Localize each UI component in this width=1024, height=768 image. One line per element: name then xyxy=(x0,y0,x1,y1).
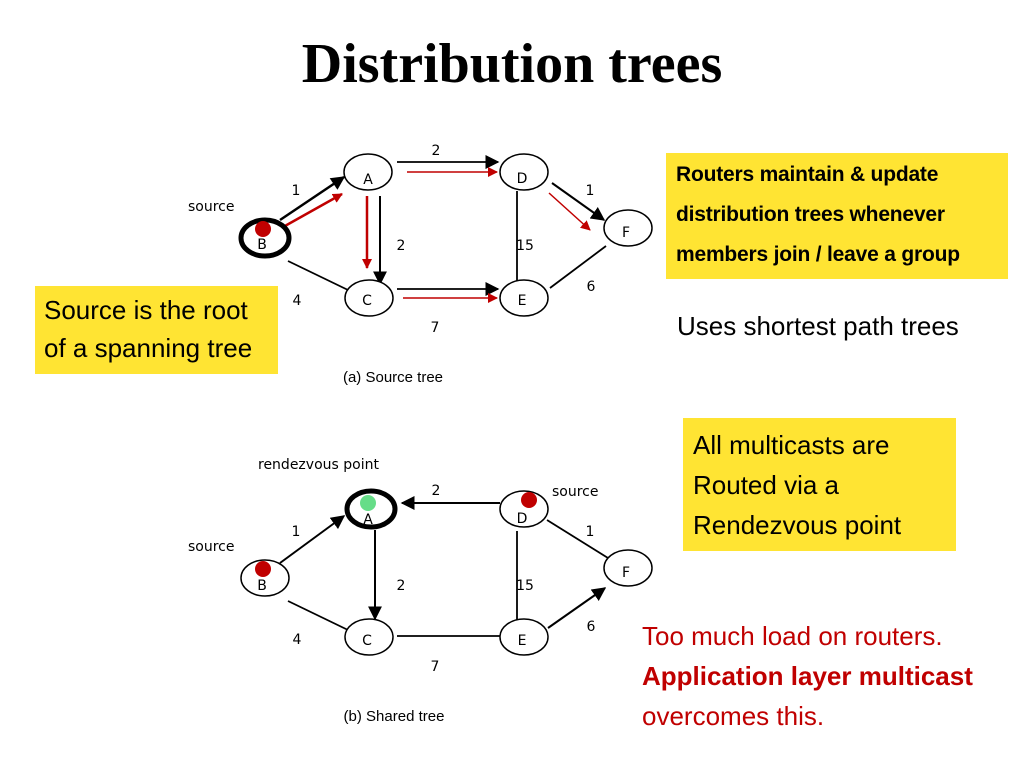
node-label-c: C xyxy=(362,293,372,309)
weight-c-e: 7 xyxy=(431,320,440,336)
node-b xyxy=(240,559,290,597)
edge-b-a-red xyxy=(275,192,343,233)
edge-b-c xyxy=(287,600,349,631)
weight-a-d: 2 xyxy=(432,483,441,499)
source-dot-b xyxy=(255,221,271,237)
caption-source-tree: (a) Source tree xyxy=(343,369,443,386)
load-line-3: overcomes this. xyxy=(642,701,825,731)
edge-e-f xyxy=(549,245,607,289)
source-root-box: Source is the root of a spanning tree xyxy=(35,286,278,374)
node-e xyxy=(499,618,549,656)
node-label-e: E xyxy=(518,633,527,649)
routers-line-2: distribution trees whenever xyxy=(676,203,945,226)
node-b xyxy=(238,217,292,259)
weight-c-e: 7 xyxy=(431,659,440,675)
source-tree-diagram: A B C D E F 1 4 2 2 15 1 7 6 source (a) … xyxy=(188,143,653,386)
node-f xyxy=(603,549,653,587)
node-label-b: B xyxy=(257,578,267,594)
slide-title: Distribution trees xyxy=(301,33,723,95)
weight-b-a: 1 xyxy=(292,183,301,199)
shared-tree-diagram: A B C D E F 1 4 2 2 15 1 7 6 rendezvous … xyxy=(188,457,653,725)
node-label-b: B xyxy=(257,237,267,253)
source-label-left: source xyxy=(188,539,235,555)
node-label-d: D xyxy=(517,171,528,187)
node-f xyxy=(603,209,653,247)
node-c xyxy=(344,279,394,317)
weight-b-a: 1 xyxy=(292,524,301,540)
node-label-a: A xyxy=(363,512,373,528)
weight-a-d: 2 xyxy=(432,143,441,159)
routers-line-3: members join / leave a group xyxy=(676,243,960,266)
source-root-line-1: Source is the root xyxy=(44,295,248,325)
weight-a-c: 2 xyxy=(397,238,406,254)
node-c xyxy=(344,618,394,656)
rendezvous-label: rendezvous point xyxy=(258,457,379,473)
edge-e-f xyxy=(547,587,607,629)
node-label-f: F xyxy=(622,565,630,581)
rendezvous-line-2: Routed via a xyxy=(693,470,839,500)
load-line-2: Application layer multicast xyxy=(642,661,973,691)
source-root-line-2: of a spanning tree xyxy=(44,333,253,363)
node-e xyxy=(499,279,549,317)
rendezvous-line-3: Rendezvous point xyxy=(693,510,902,540)
weight-d-e: 15 xyxy=(516,238,534,254)
edge-b-a xyxy=(279,515,346,564)
node-label-d: D xyxy=(517,511,528,527)
weight-d-f: 1 xyxy=(586,524,595,540)
routers-line-1: Routers maintain & update xyxy=(676,163,939,186)
node-a xyxy=(343,153,393,191)
load-line-1: Too much load on routers. xyxy=(642,621,943,651)
weight-e-f: 6 xyxy=(587,279,596,295)
node-label-e: E xyxy=(518,293,527,309)
edge-b-c xyxy=(287,260,349,291)
node-d xyxy=(499,153,549,191)
weight-b-c: 4 xyxy=(293,293,302,309)
node-label-c: C xyxy=(362,633,372,649)
source-dot-d xyxy=(521,492,537,508)
node-label-f: F xyxy=(622,225,630,241)
rendezvous-line-1: All multicasts are xyxy=(693,430,890,460)
caption-shared-tree: (b) Shared tree xyxy=(344,708,445,725)
source-label-right: source xyxy=(552,484,599,500)
weight-a-c: 2 xyxy=(397,578,406,594)
load-warning-text: Too much load on routers. Application la… xyxy=(642,616,973,736)
source-label-a: source xyxy=(188,199,235,215)
weight-d-f: 1 xyxy=(586,183,595,199)
edge-d-f xyxy=(551,182,606,221)
weight-b-c: 4 xyxy=(293,632,302,648)
shortest-path-text: Uses shortest path trees xyxy=(677,311,959,341)
weight-e-f: 6 xyxy=(587,619,596,635)
rendezvous-box: All multicasts are Routed via a Rendezvo… xyxy=(683,418,956,551)
rendezvous-dot-a xyxy=(360,495,376,511)
node-label-a: A xyxy=(363,172,373,188)
edge-d-f-red xyxy=(548,192,591,231)
weight-d-e: 15 xyxy=(516,578,534,594)
edge-d-f xyxy=(546,519,609,559)
routers-maintain-box: Routers maintain & update distribution t… xyxy=(666,153,1008,279)
edge-b-a xyxy=(279,175,346,222)
source-dot-b xyxy=(255,561,271,577)
